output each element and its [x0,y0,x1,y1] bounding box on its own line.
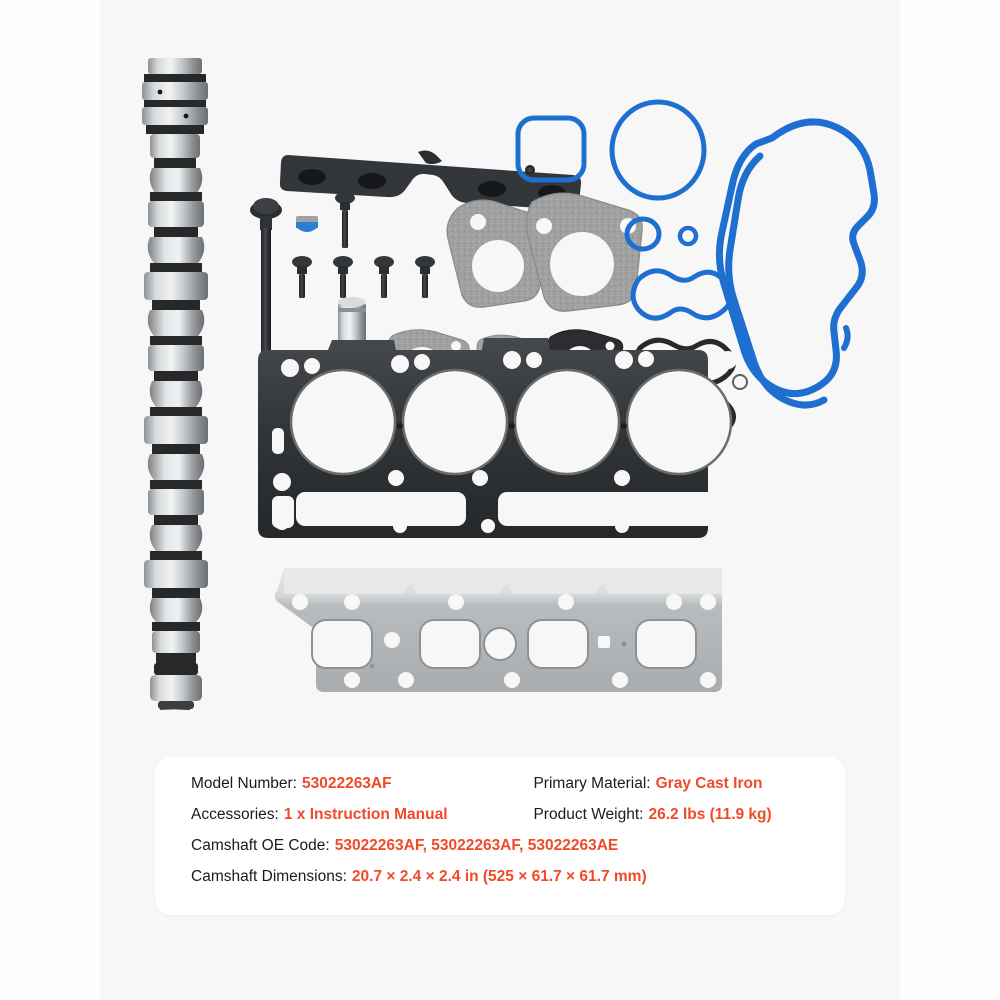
flange-gasket-large-left [446,199,545,324]
spec-value: 26.2 lbs (11.9 kg) [648,806,772,823]
head-gasket-part [258,338,748,538]
exhaust-manifold-gasket-part [274,568,722,692]
spec-value: 53022263AF, 53022263AF, 53022263AE [334,837,619,854]
spec-item-model-number: Model Number: 53022263AF [191,775,533,793]
spec-label: Model Number: [191,775,297,792]
spec-label: Product Weight: [533,806,644,823]
spec-label: Accessories: [191,806,279,823]
spec-value: 1 x Instruction Manual [283,806,448,823]
spec-item-product-weight: Product Weight: 26.2 lbs (11.9 kg) [533,806,827,824]
seal-round-blue-large [609,99,707,201]
seal-square-blue-part [515,115,587,183]
sensor-plug-blue-part [296,216,318,232]
spec-item-accessories: Accessories: 1 x Instruction Manual [191,806,533,824]
spec-item-primary-material: Primary Material: Gray Cast Iron [533,775,827,793]
spec-row: Accessories: 1 x Instruction Manual Prod… [191,806,827,837]
head-bolt-short-part [335,192,355,248]
spec-row: Camshaft Dimensions: 20.7 × 2.4 × 2.4 in… [191,868,827,899]
short-bolt-row [292,256,435,298]
spec-row: Model Number: 53022263AF Primary Materia… [191,775,827,806]
spec-label: Camshaft OE Code: [191,837,330,854]
seal-round-blue-medium [624,216,662,252]
spec-value: Gray Cast Iron [655,775,763,792]
spec-value: 20.7 × 2.4 × 2.4 in (525 × 61.7 × 61.7 m… [351,868,647,885]
seal-round-blue-small [677,225,699,247]
spec-item-camshaft-dimensions: Camshaft Dimensions: 20.7 × 2.4 × 2.4 in… [191,868,647,886]
spec-label: Primary Material: [533,775,651,792]
specification-grid: Model Number: 53022263AF Primary Materia… [191,775,827,905]
seal-peanut-blue-part [630,268,734,321]
valve-cover-gasket-part [715,118,878,409]
spec-item-camshaft-oe-code: Camshaft OE Code: 53022263AF, 53022263AF… [191,837,618,855]
spec-value: 53022263AF [301,775,392,792]
flange-gasket-large-right [526,192,643,326]
specification-card: Model Number: 53022263AF Primary Materia… [155,757,845,915]
spec-row: Camshaft OE Code: 53022263AF, 53022263AF… [191,837,827,868]
parts-layout [100,30,900,740]
spec-label: Camshaft Dimensions: [191,868,347,885]
camshaft-part [142,58,208,710]
